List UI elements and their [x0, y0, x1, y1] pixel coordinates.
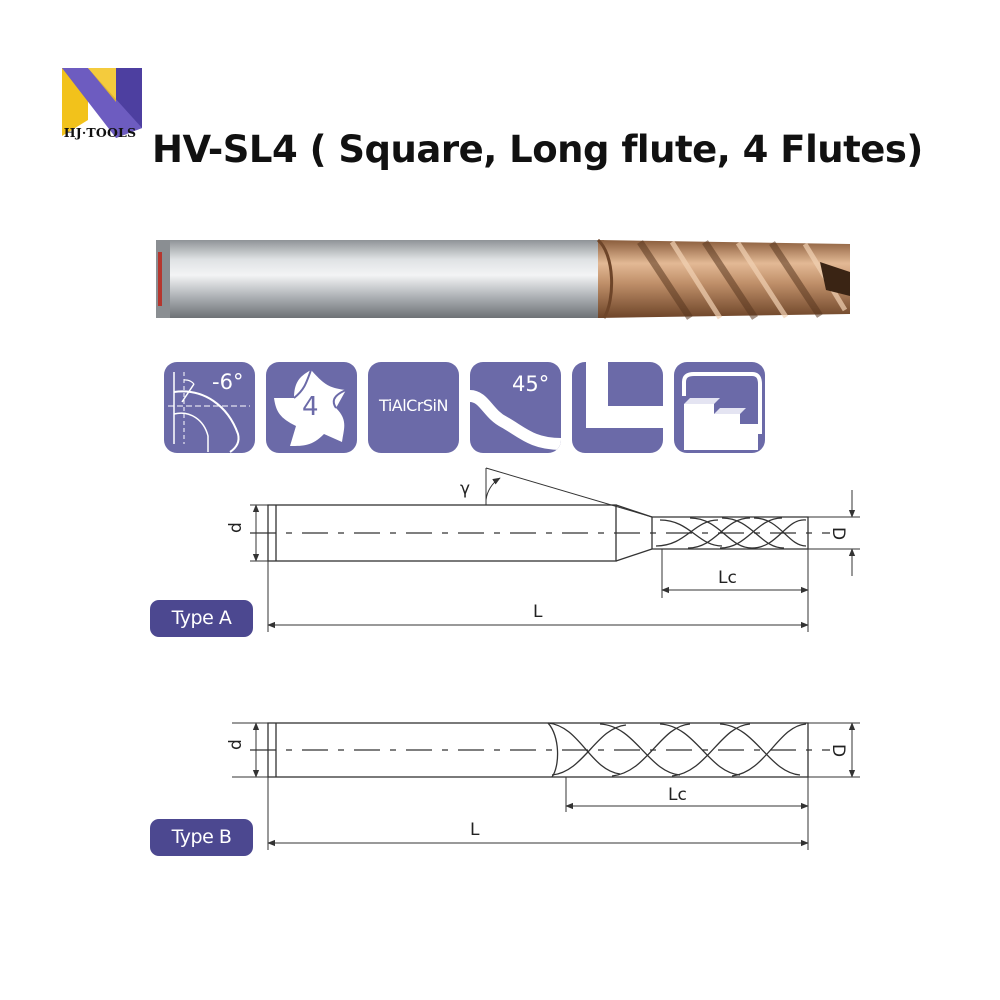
type-a-overall-len-label: L [533, 602, 543, 622]
type-a-angle-label: γ [460, 479, 470, 499]
shoulder-milling-icon [674, 362, 765, 453]
end-mill-photo [156, 238, 850, 320]
type-b-drawing [232, 722, 860, 850]
helix-angle-icon: 45° [470, 362, 561, 453]
type-a-badge: Type A [150, 600, 253, 637]
type-b-badge: Type B [150, 819, 253, 856]
square-end-icon [572, 362, 663, 453]
type-b-overall-len-label: L [470, 820, 480, 840]
feature-icons: -6° 4 TiAlCrSiN 45° [164, 362, 765, 456]
type-a-cut-dia-label: D [828, 527, 848, 540]
type-a-drawing [250, 467, 860, 632]
type-a-shank-dia-label: d [226, 522, 246, 533]
brand-name: HJ·TOOLS [63, 125, 137, 140]
rake-angle-icon: -6° [164, 362, 255, 453]
coating-icon: TiAlCrSiN [368, 362, 459, 453]
type-b-cut-dia-label: D [828, 744, 848, 757]
type-b-shank-dia-label: d [226, 739, 246, 750]
four-flute-icon: 4 [266, 362, 357, 453]
type-b-cut-len-label: Lc [668, 785, 687, 805]
hj-tools-logo [62, 68, 142, 138]
product-title: HV-SL4 ( Square, Long flute, 4 Flutes) [152, 128, 923, 171]
type-a-cut-len-label: Lc [718, 568, 737, 588]
